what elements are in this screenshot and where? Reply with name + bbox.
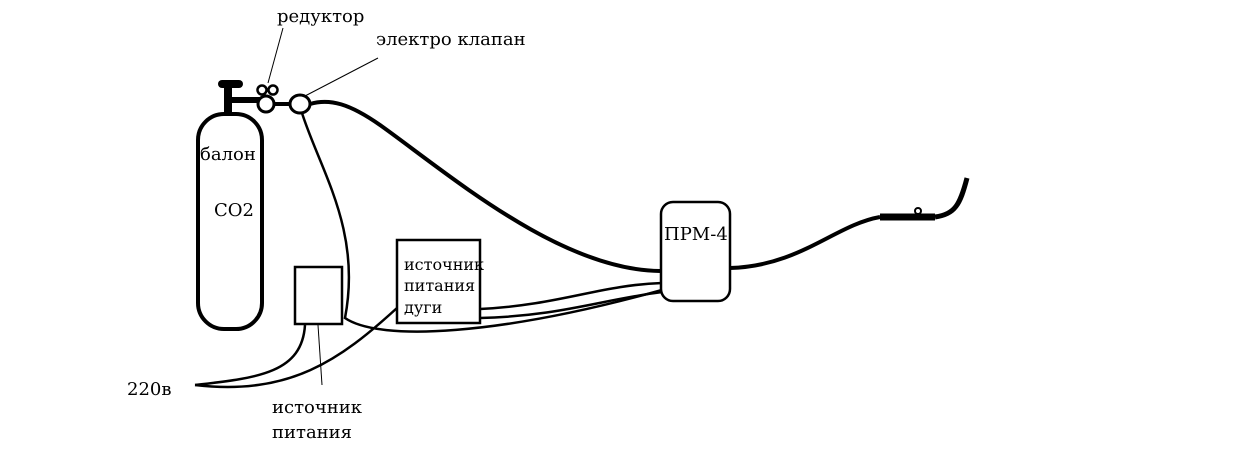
reducer-label: редуктор [277, 6, 364, 27]
arc-source-label-3: дуги [404, 298, 442, 317]
torch-neck [934, 177, 970, 220]
gas-cylinder [196, 80, 264, 331]
valve-leader [304, 57, 379, 97]
arc-source-box [395, 238, 482, 325]
arc-source-label-2: питания [404, 276, 475, 295]
power-source-label-2: питания [272, 422, 352, 443]
gas-label: CO2 [214, 200, 254, 221]
torch-hose [729, 215, 881, 270]
solenoid-valve [288, 93, 312, 115]
arc-wire-1 [479, 281, 663, 311]
feeder-box [659, 200, 732, 303]
power-source-label-1: источник [272, 397, 363, 418]
power-source-box [293, 265, 344, 326]
mains-wire-1 [194, 324, 307, 387]
valve-label: электро клапан [376, 29, 526, 50]
torch-trigger [914, 207, 922, 215]
mains-label: 220в [127, 379, 172, 400]
mains-wire-2 [194, 307, 398, 389]
feeder-label: ПРМ-4 [664, 224, 728, 245]
cylinder-label: балон [200, 144, 256, 165]
gas-hose [309, 99, 661, 273]
arc-wire-2 [479, 290, 663, 320]
valve-control-wire [300, 112, 663, 333]
arc-source-label-1: источник [404, 255, 484, 274]
reducer-leader [267, 27, 284, 84]
reducer [256, 84, 291, 114]
power-source-leader [317, 324, 323, 386]
